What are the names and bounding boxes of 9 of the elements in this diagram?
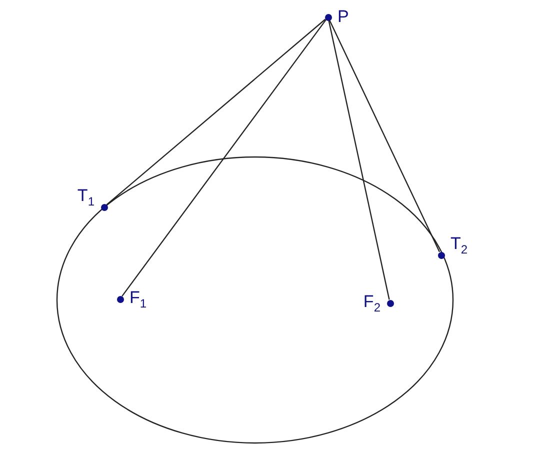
point-label: T$_{2}$: [450, 234, 468, 256]
line-segment: [328, 20, 440, 252]
point-label: F$_{2}$: [363, 292, 380, 314]
point-label: T$_{1}$: [77, 186, 94, 208]
point-label: P: [338, 7, 349, 27]
line-segment: [122, 19, 326, 297]
line-segment: [106, 18, 326, 206]
line-segment: [328, 20, 390, 300]
point-label: F$_{1}$: [130, 288, 147, 310]
